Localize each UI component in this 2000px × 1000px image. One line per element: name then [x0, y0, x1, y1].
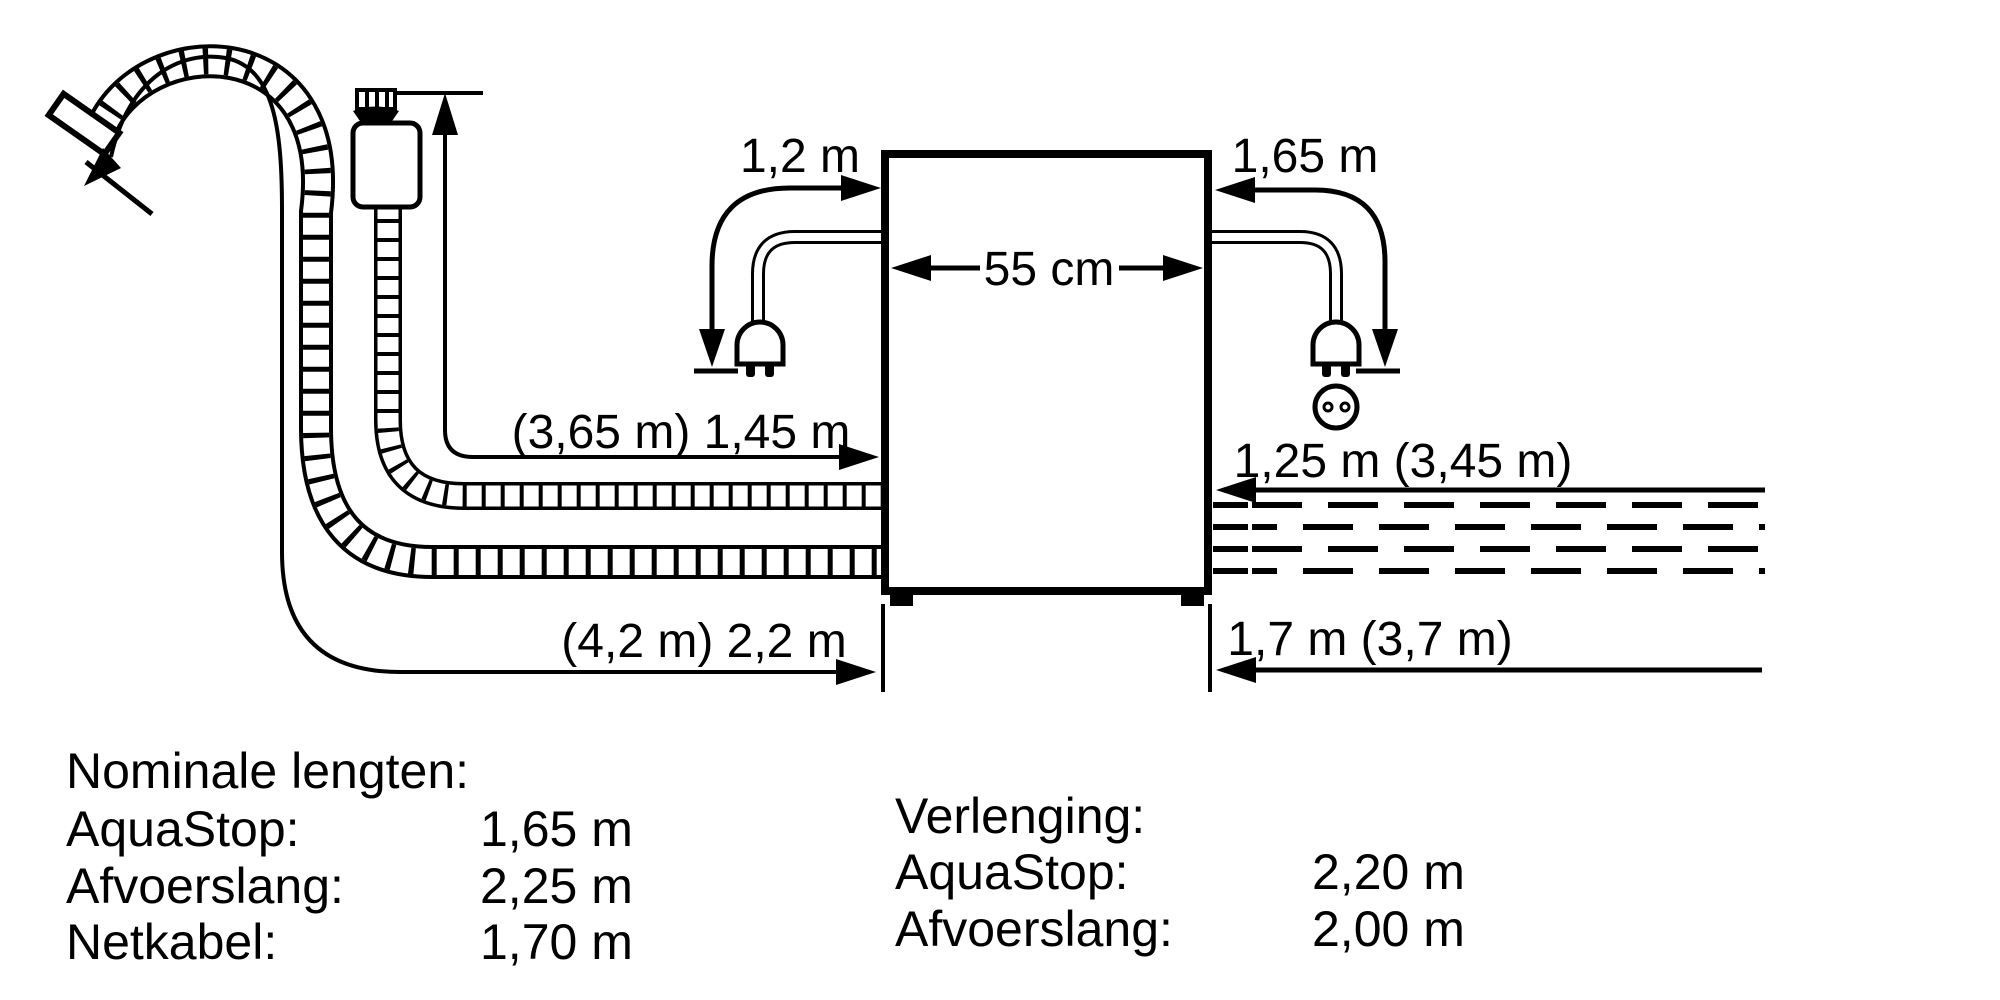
legend-row-value: 1,65 m — [480, 801, 633, 857]
cord-left-label: 1,2 m — [740, 130, 860, 183]
dimension-drain-rear: 1,7 m (3,7 m) — [1216, 613, 1762, 683]
legend-row-label: AquaStop: — [895, 844, 1129, 900]
legend-extension: Verlenging: AquaStop: 2,20 m Afvoerslang… — [895, 788, 1465, 957]
socket-icon — [1312, 383, 1360, 431]
aquastop-front-label: (3,65 m) 1,45 m — [512, 406, 851, 459]
appliance-box — [881, 150, 1212, 606]
legend-row-label: Netkabel: — [66, 914, 277, 970]
legend-nominal: Nominale lengten: AquaStop: 1,65 m Afvoe… — [66, 743, 633, 970]
supply-rear-label: 1,25 m (3,45 m) — [1234, 435, 1573, 488]
power-plug-left-icon — [734, 319, 786, 377]
legend-row-value: 2,00 m — [1312, 901, 1465, 957]
legend-row-value: 1,70 m — [480, 914, 633, 970]
dimension-supply-rear: 1,25 m (3,45 m) — [1216, 435, 1765, 503]
power-cord-right-icon — [1195, 237, 1336, 334]
dimension-cord-left: 1,2 m — [694, 130, 881, 374]
legend-row-value: 2,20 m — [1312, 844, 1465, 900]
aquastop-valve-icon — [350, 88, 423, 210]
rear-hose-dashed-lines — [1213, 502, 1765, 574]
appliance-width-label: 55 cm — [984, 243, 1115, 296]
legend-row-label: AquaStop: — [66, 801, 300, 857]
legend-nominal-title: Nominale lengten: — [66, 743, 469, 799]
drain-front-label: (4,2 m) 2,2 m — [561, 615, 846, 668]
power-plug-right-icon — [1310, 319, 1362, 377]
legend-extension-title: Verlenging: — [895, 788, 1145, 844]
dimension-cord-right: 1,65 m — [1215, 130, 1400, 374]
legend-row-label: Afvoerslang: — [895, 901, 1173, 957]
hose-end-fitting-icon — [44, 89, 124, 159]
cord-right-label: 1,65 m — [1232, 130, 1379, 183]
appliance-foot-right — [1181, 595, 1204, 606]
dimension-aquastop-front: (3,65 m) 1,45 m — [395, 91, 879, 470]
dimension-drain-front: (4,2 m) 2,2 m — [84, 54, 876, 685]
legend-row-label: Afvoerslang: — [66, 858, 344, 914]
legend-row-value: 2,25 m — [480, 858, 633, 914]
appliance-foot-left — [890, 595, 913, 606]
drain-rear-label: 1,7 m (3,7 m) — [1227, 613, 1512, 666]
dimension-appliance-width: 55 cm — [891, 243, 1203, 296]
power-cord-left-icon — [758, 237, 900, 334]
